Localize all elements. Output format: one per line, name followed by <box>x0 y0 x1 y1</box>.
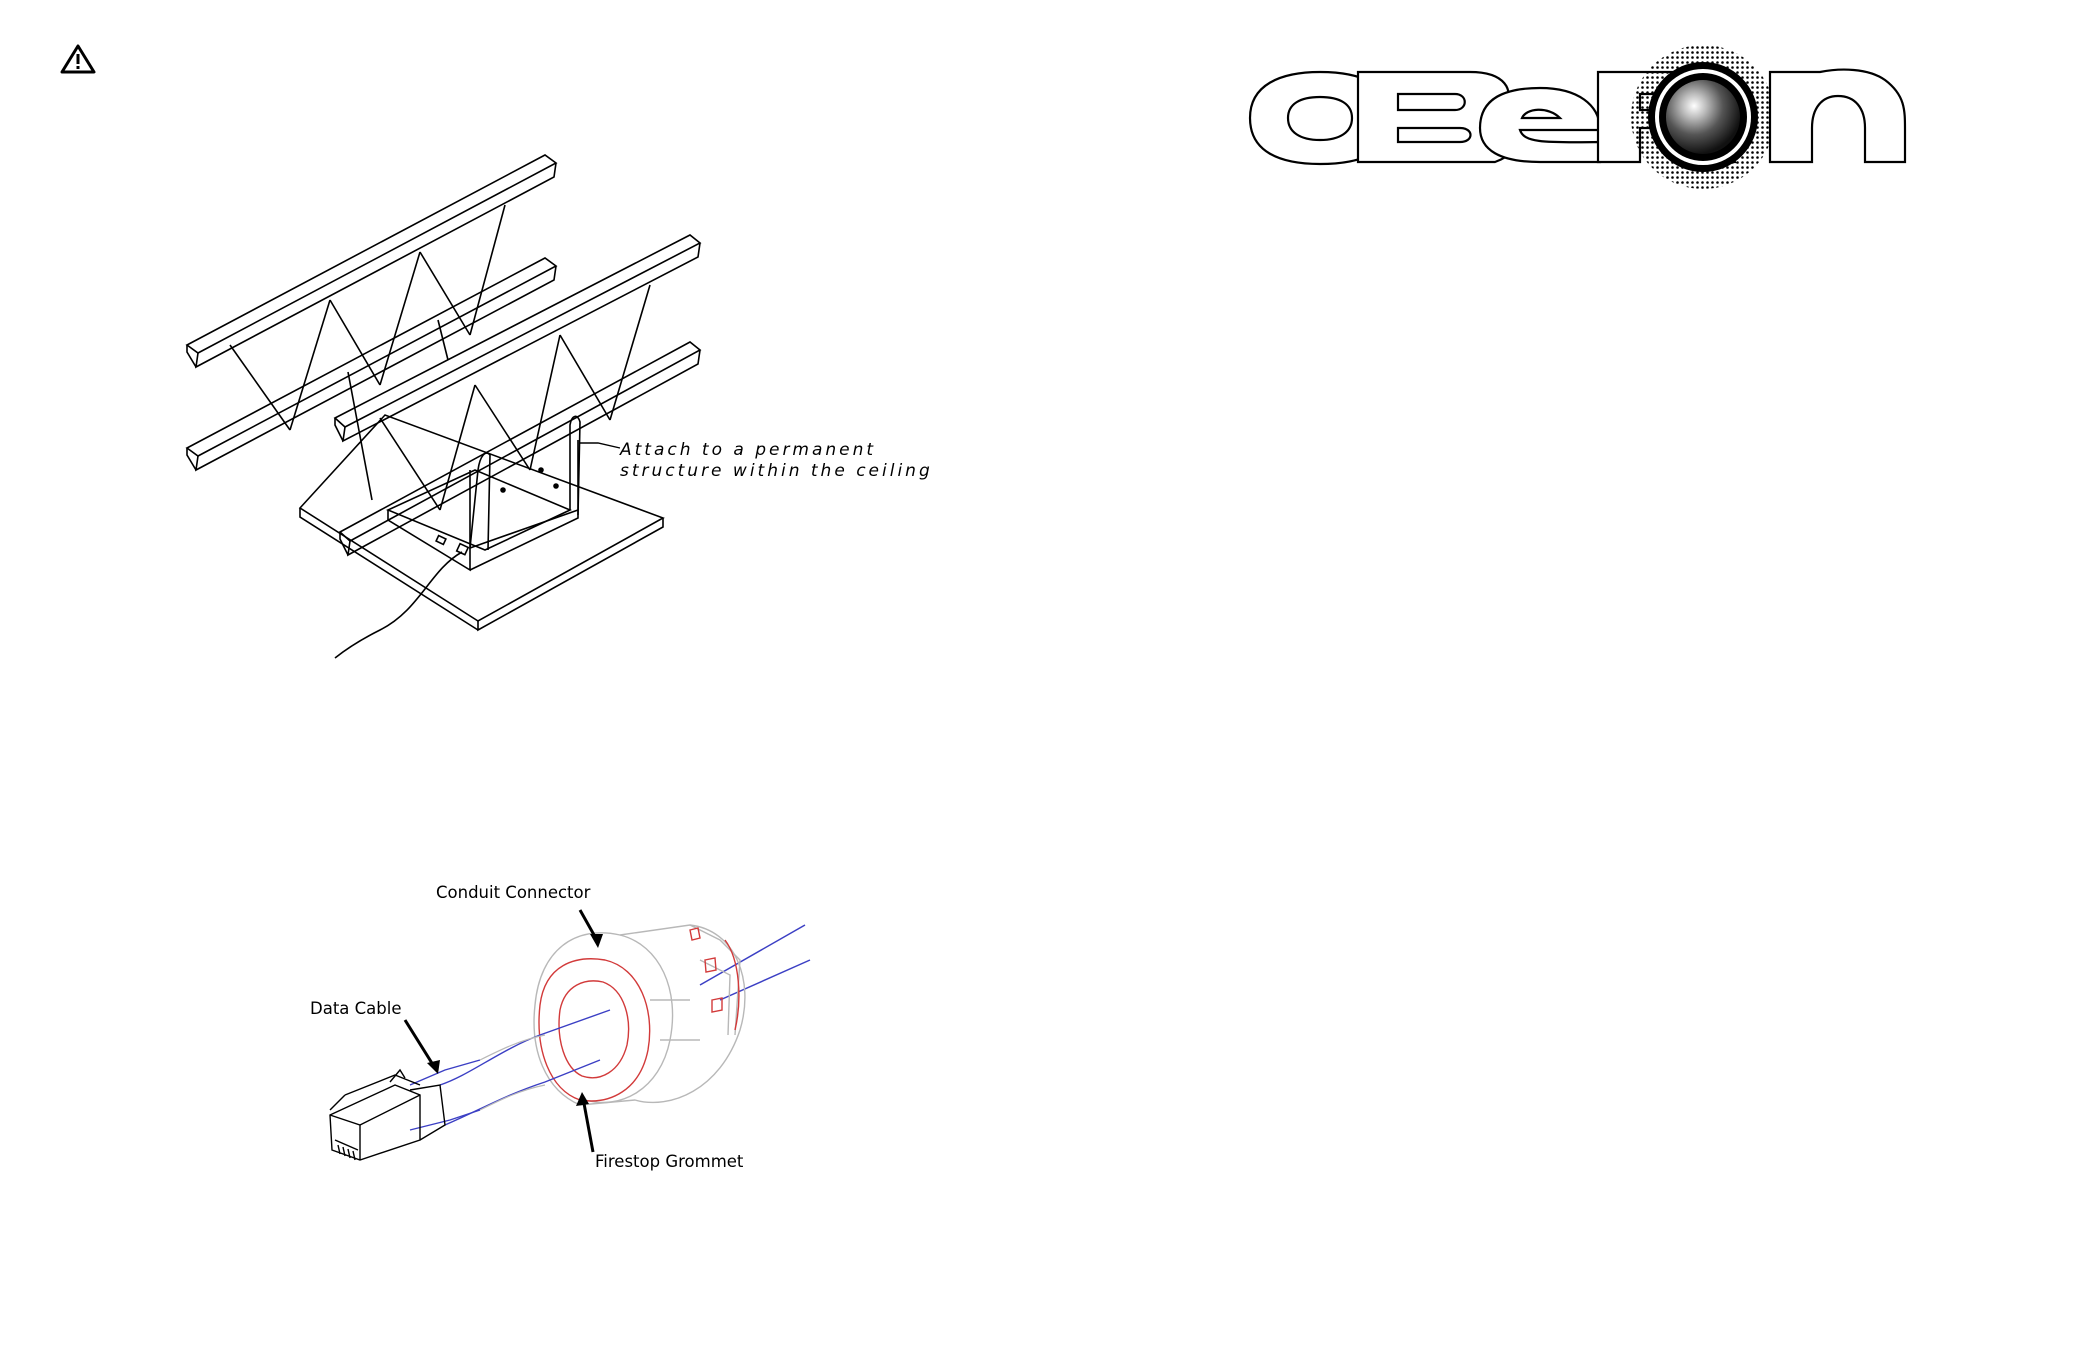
label-data-cable: Data Cable <box>310 999 401 1018</box>
ceiling-mount-diagram <box>187 155 700 658</box>
conduit-connector-diagram <box>330 910 810 1160</box>
warning-triangle-icon <box>62 46 94 72</box>
mount-callout-line2: structure within the ceiling <box>620 461 933 481</box>
oberon-logo <box>1250 45 1905 189</box>
label-conduit-connector: Conduit Connector <box>436 883 591 902</box>
label-firestop-grommet: Firestop Grommet <box>595 1152 744 1171</box>
mount-callout-line1: Attach to a permanent <box>619 440 876 460</box>
